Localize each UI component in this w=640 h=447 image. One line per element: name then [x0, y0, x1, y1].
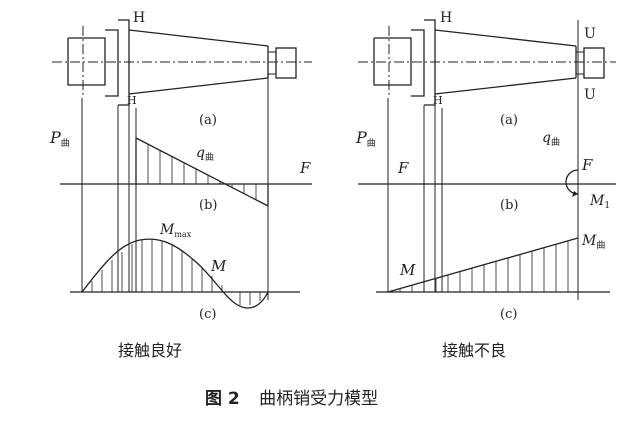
- left-label-c: (c): [199, 307, 216, 322]
- left-M-symbol: M: [210, 257, 227, 275]
- left-load-diagram: [60, 137, 312, 207]
- right-label-H-top: H: [440, 10, 452, 26]
- right-label-H-bottom: H: [433, 94, 443, 107]
- right-panel: H H U U (a) P曲 F q曲 F M1 (b): [355, 10, 616, 360]
- right-q-symbol: q曲: [542, 130, 560, 148]
- right-label-b: (b): [500, 198, 518, 213]
- left-label-H-bottom: H: [127, 94, 137, 107]
- right-M-symbol: M: [399, 261, 416, 279]
- left-reference-lines: [81, 20, 269, 300]
- left-panel: H H (a) P曲 q曲 F (b): [49, 10, 312, 360]
- left-F-symbol: F: [299, 159, 311, 177]
- left-caption: 接触良好: [118, 341, 182, 360]
- right-P-symbol: P曲: [355, 128, 376, 149]
- right-F-symbol: F: [581, 156, 593, 174]
- left-label-a: (a): [199, 113, 217, 128]
- figure-caption: 图 2 曲柄销受力模型: [205, 389, 378, 409]
- right-reference-lines: [387, 20, 579, 300]
- right-caption: 接触不良: [442, 341, 506, 360]
- right-M1-symbol: M1: [589, 193, 610, 211]
- right-load-diagram: [358, 169, 616, 197]
- right-label-U-top: U: [584, 26, 596, 42]
- left-P-symbol: P曲: [49, 128, 70, 149]
- left-Mmax-symbol: Mmax: [159, 222, 192, 239]
- right-F-lower-symbol: F: [397, 159, 409, 177]
- left-moment-diagram: [70, 238, 300, 309]
- left-label-H-top: H: [133, 10, 145, 26]
- right-label-c: (c): [500, 307, 517, 322]
- left-q-symbol: q曲: [196, 145, 214, 163]
- right-label-U-bottom: U: [584, 87, 596, 103]
- left-label-b: (b): [199, 198, 217, 213]
- right-Mend-symbol: M曲: [581, 233, 605, 251]
- right-label-a: (a): [500, 113, 518, 128]
- right-moment-diagram: [376, 237, 610, 293]
- right-pin-geometry: [358, 19, 616, 106]
- left-pin-geometry: [52, 19, 312, 106]
